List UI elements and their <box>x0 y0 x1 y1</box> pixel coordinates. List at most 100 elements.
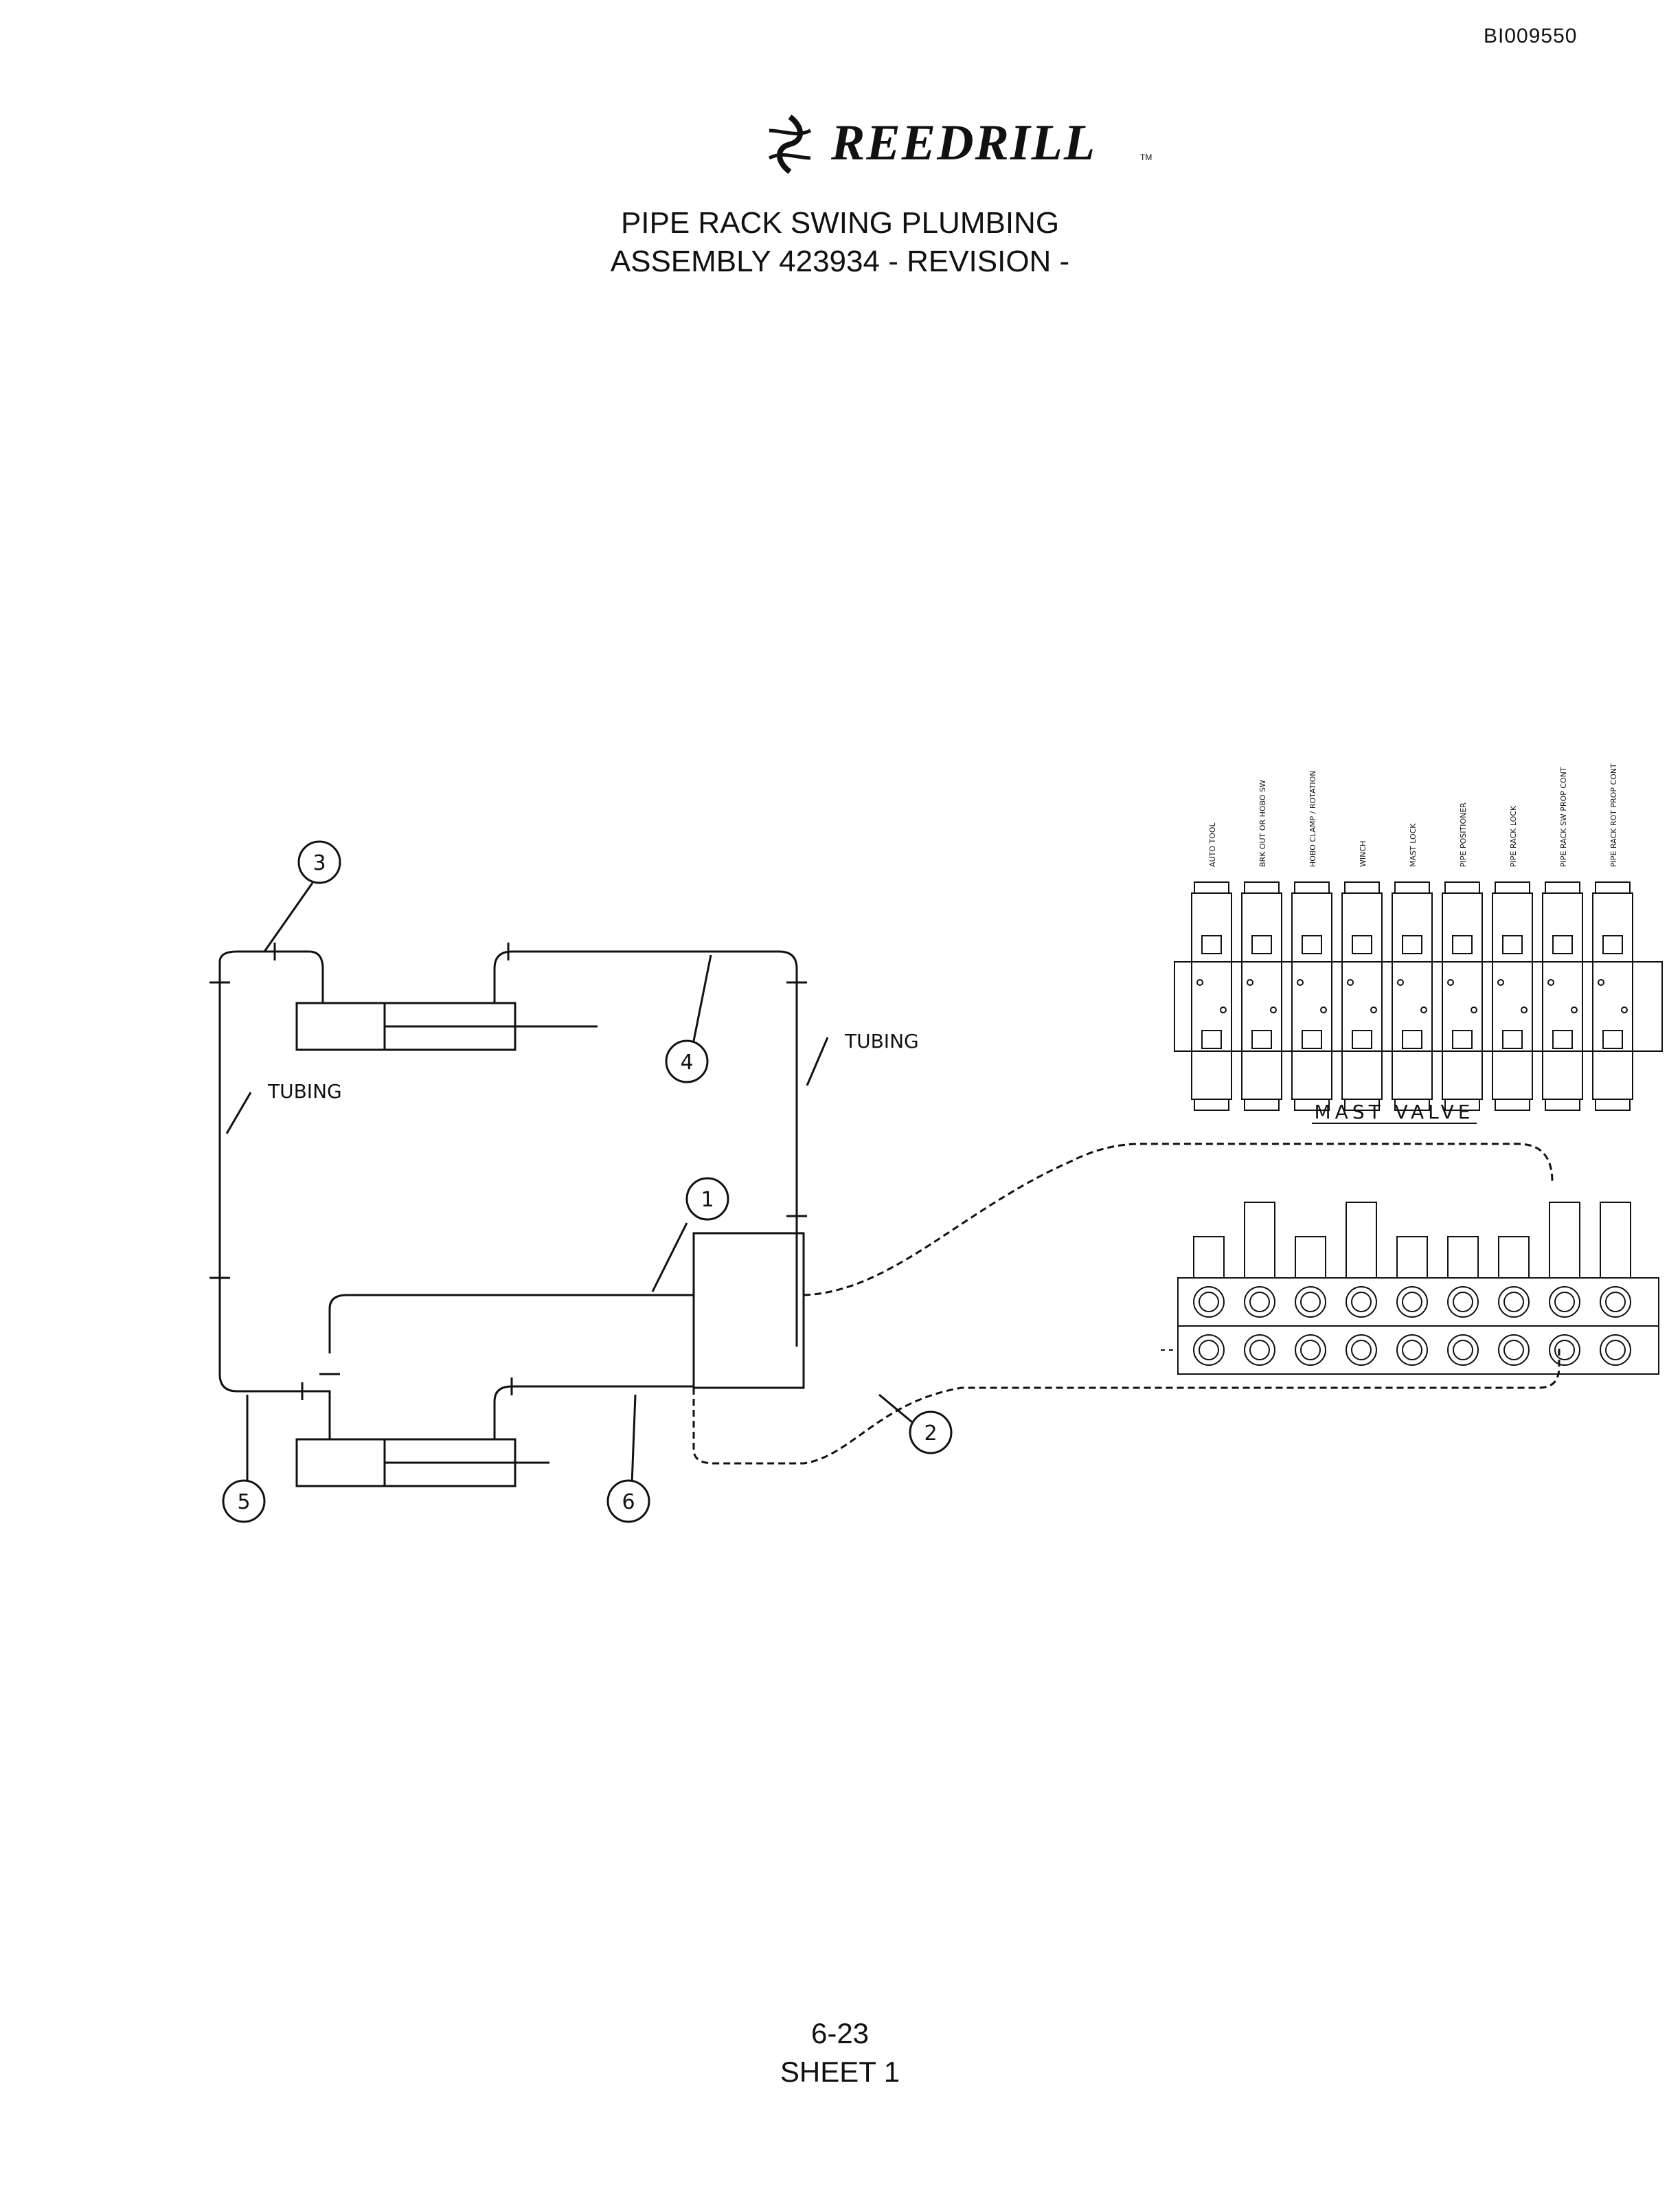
manifold-fitting <box>1193 1236 1225 1279</box>
manifold-port <box>1295 1334 1326 1366</box>
lower-middle-tubing-line <box>493 1385 694 1439</box>
manifold-port-inner <box>1453 1340 1473 1360</box>
callout-6-label: 6 <box>622 1490 635 1514</box>
valve-section <box>1592 881 1633 1111</box>
manifold-fitting <box>1447 1236 1479 1279</box>
brand-name: REEDRILL <box>831 115 1097 171</box>
callout-2 <box>909 1410 953 1454</box>
manifold-port <box>1549 1334 1580 1366</box>
manifold-port <box>1295 1286 1326 1318</box>
manifold-port <box>1549 1286 1580 1318</box>
lower-left-tubing-line <box>302 1390 331 1439</box>
page-title-line-1: PIPE RACK SWING PLUMBING <box>620 206 1060 240</box>
manifold-port <box>1396 1286 1428 1318</box>
manifold-port <box>1600 1334 1631 1366</box>
valve-section <box>1241 881 1282 1111</box>
valve-section <box>1291 881 1332 1111</box>
callout-leaders <box>225 882 921 1485</box>
manifold-port-inner <box>1605 1292 1626 1312</box>
valve-section-label: BRK OUT OR HOBO SW <box>1258 780 1267 867</box>
manifold-port-inner <box>1199 1292 1219 1312</box>
fitting-ticks <box>209 943 807 1400</box>
manifold-port-inner <box>1402 1292 1422 1312</box>
manifold-port-inner <box>1249 1292 1270 1312</box>
valve-section-label: HOBO CLAMP / ROTATION <box>1308 770 1317 867</box>
left-tubing-line <box>218 962 302 1393</box>
manifold-port-inner <box>1503 1340 1524 1360</box>
valve-section-label: PIPE RACK SW PROP CONT <box>1559 767 1568 867</box>
manifold-port <box>1396 1334 1428 1366</box>
manifold-port-inner <box>1503 1292 1524 1312</box>
page-title-line-2: ASSEMBLY 423934 - REVISION - <box>610 245 1070 278</box>
valve-section <box>1341 881 1383 1111</box>
middle-tubing-line <box>328 1294 694 1353</box>
manifold-port <box>1346 1286 1377 1318</box>
manifold-port <box>1346 1334 1377 1366</box>
valve-section-labels: AUTO TOOL BRK OUT OR HOBO SW HOBO CLAMP / … <box>1208 763 1618 867</box>
manifold-port <box>1193 1334 1225 1366</box>
brand-tm: TM <box>1140 153 1153 162</box>
manifold-port <box>1244 1334 1275 1366</box>
valve-section-label: WINCH <box>1359 841 1367 867</box>
manifold-port-inner <box>1402 1340 1422 1360</box>
callout-circles <box>222 840 953 1523</box>
callout-4 <box>665 1039 709 1083</box>
valve-section-label: MAST LOCK <box>1409 823 1418 867</box>
callout-5-label: 5 <box>237 1490 250 1514</box>
callout-3 <box>297 840 341 884</box>
lower-manifold <box>1177 1202 1659 1375</box>
manifold-port <box>1193 1286 1225 1318</box>
manifold-fitting <box>1244 1202 1275 1279</box>
hose-line-lower <box>692 1347 1560 1465</box>
callout-6 <box>606 1479 650 1523</box>
valve-section <box>1542 881 1583 1111</box>
brand-logo: REEDRILL TM <box>756 110 1154 179</box>
upper-left-tubing-line <box>218 950 324 1003</box>
manifold-port <box>1447 1334 1479 1366</box>
valve-section-label: PIPE RACK ROT PROP CONT <box>1609 763 1618 867</box>
manifold-ports <box>1193 1202 1631 1366</box>
callout-1-label: 1 <box>701 1188 714 1212</box>
valve-section <box>1392 881 1433 1111</box>
manifold-port <box>1447 1286 1479 1318</box>
callout-2-label: 2 <box>924 1421 937 1446</box>
valve-section <box>1442 881 1483 1111</box>
manifold-fitting <box>1600 1202 1631 1279</box>
manifold-port-inner <box>1554 1340 1575 1360</box>
manifold-fitting <box>1295 1236 1326 1279</box>
hose-line-upper <box>803 1143 1554 1296</box>
manifold-port-inner <box>1300 1292 1321 1312</box>
callout-5 <box>222 1479 266 1523</box>
drill-swirl-icon <box>768 114 812 175</box>
manifold-fitting <box>1498 1236 1530 1279</box>
manifold-port-inner <box>1199 1340 1219 1360</box>
valve-section <box>1492 881 1533 1111</box>
manifold-port <box>1244 1286 1275 1318</box>
manifold-port-inner <box>1300 1340 1321 1360</box>
document-id: BI009550 <box>1484 25 1578 47</box>
manifold-port-inner <box>1605 1340 1626 1360</box>
tubing-label-left: TUBING <box>267 1080 342 1103</box>
manifold-port-inner <box>1351 1340 1372 1360</box>
page-number: 6-23 <box>810 2017 870 2049</box>
manifold-port-inner <box>1351 1292 1372 1312</box>
manifold-fitting <box>1396 1236 1428 1279</box>
sheet-number: SHEET 1 <box>780 2056 900 2088</box>
callout-3-label: 3 <box>313 851 326 875</box>
valve-section-label: PIPE RACK LOCK <box>1509 805 1518 867</box>
manifold-port <box>1498 1334 1530 1366</box>
mast-valve-label: MAST VALVE <box>1315 1101 1475 1123</box>
valve-section <box>1191 881 1232 1111</box>
manifold-fitting <box>1549 1202 1580 1279</box>
manifold-port-inner <box>1453 1292 1473 1312</box>
valve-sections <box>1191 881 1633 1111</box>
manifold-port <box>1600 1286 1631 1318</box>
valve-section-label: PIPE POSITIONER <box>1459 802 1468 867</box>
manifold-port-inner <box>1249 1340 1270 1360</box>
tubing-label-right: TUBING <box>844 1030 919 1053</box>
valve-section-label: AUTO TOOL <box>1208 822 1217 867</box>
upper-right-tubing-line <box>493 950 798 1347</box>
mast-valve-bank <box>1174 881 1663 1124</box>
manifold-port <box>1498 1286 1530 1318</box>
callout-4-label: 4 <box>680 1050 693 1075</box>
